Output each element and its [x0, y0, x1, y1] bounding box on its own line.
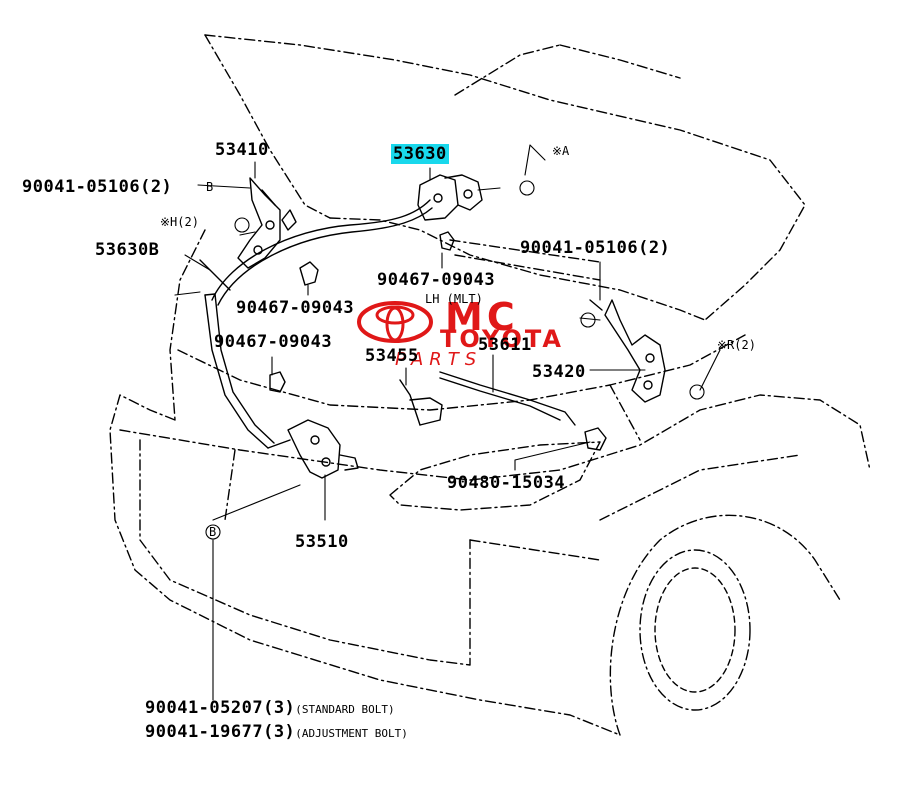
bolt2-note: (ADJUSTMENT BOLT)	[295, 727, 408, 740]
part-90041-bolt1-number: 90041-05207(3)	[145, 698, 296, 718]
part-53630b: 53630B	[95, 240, 160, 260]
part-90467-c: 90467-09043	[214, 332, 333, 352]
hood-hinge-rh	[237, 177, 297, 269]
hood-support-bracket	[417, 174, 483, 221]
part-90041-bolt2-number: 90041-19677(3)	[145, 722, 296, 742]
bolt1-note: (STANDARD BOLT)	[295, 703, 395, 716]
lh-note: LH (MLT)	[425, 292, 483, 306]
part-53455: 53455	[365, 346, 419, 366]
part-90041-bolt1: 90041-05207(3)(STANDARD BOLT)	[145, 698, 395, 720]
part-53510: 53510	[295, 532, 349, 552]
part-53630: 53630	[391, 144, 449, 164]
note-a: ※A	[552, 144, 570, 158]
hood-support-rod	[199, 199, 433, 449]
note-r2: ※R(2)	[717, 338, 756, 352]
part-53410: 53410	[215, 140, 269, 160]
hood-lock	[267, 419, 359, 479]
part-53611: 53611	[478, 335, 532, 355]
car-body-outline	[109, 229, 871, 736]
note-h2: ※H(2)	[160, 215, 199, 229]
part-90480: 90480-15034	[447, 473, 566, 493]
reference-markers	[205, 180, 705, 540]
part-90041-top: 90041-05106(2)	[22, 177, 173, 197]
part-90041-right: 90041-05106(2)	[520, 238, 671, 258]
wheel-outline	[609, 514, 841, 736]
hood-hinge-lh	[589, 299, 666, 403]
part-53630-highlight: 53630	[391, 144, 449, 164]
clips	[269, 231, 455, 393]
watermark-logo: MC TOYOTA PARTS	[355, 295, 605, 377]
watermark-line1: MC	[445, 295, 519, 339]
release-cable	[399, 371, 607, 451]
toyota-emblem-icon	[357, 301, 433, 343]
watermark-line3: PARTS	[395, 349, 483, 370]
part-90467-b: 90467-09043	[236, 298, 355, 318]
part-53420: 53420	[532, 362, 586, 382]
watermark-line2: TOYOTA	[440, 325, 564, 353]
part-90467-a: 90467-09043	[377, 270, 496, 290]
ref-b-top: B	[206, 180, 214, 194]
part-90041-bolt2: 90041-19677(3)(ADJUSTMENT BOLT)	[145, 722, 408, 744]
ref-b-bottom: B	[209, 525, 217, 539]
hood-outline	[204, 34, 806, 321]
leader-lines	[174, 144, 721, 701]
